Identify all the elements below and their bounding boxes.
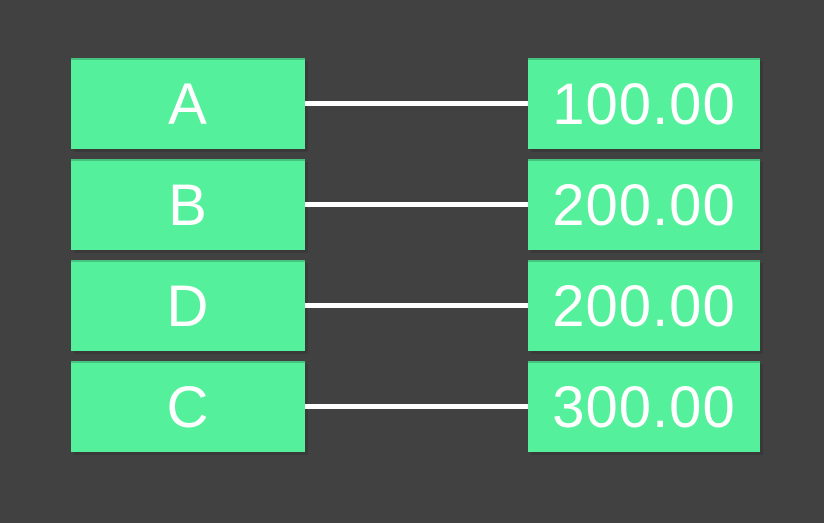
key-label: C: [166, 374, 210, 440]
connector-wrap: [305, 361, 528, 452]
connector-line: [305, 101, 528, 106]
connector-line: [305, 303, 528, 308]
value-node-d: 200.00: [528, 260, 760, 351]
mapping-row: B 200.00: [71, 159, 824, 250]
connector-line: [305, 404, 528, 409]
key-label: D: [166, 273, 210, 339]
key-label: B: [168, 172, 208, 238]
value-node-a: 100.00: [528, 58, 760, 149]
value-label: 300.00: [552, 374, 736, 440]
key-label: A: [168, 71, 208, 137]
connector-wrap: [305, 58, 528, 149]
key-node-d: D: [71, 260, 305, 351]
key-node-a: A: [71, 58, 305, 149]
value-node-c: 300.00: [528, 361, 760, 452]
value-label: 200.00: [552, 172, 736, 238]
value-label: 200.00: [552, 273, 736, 339]
connector-wrap: [305, 260, 528, 351]
value-node-b: 200.00: [528, 159, 760, 250]
key-node-b: B: [71, 159, 305, 250]
connector-line: [305, 202, 528, 207]
mapping-row: C 300.00: [71, 361, 824, 452]
key-node-c: C: [71, 361, 305, 452]
value-label: 100.00: [552, 71, 736, 137]
mapping-row: D 200.00: [71, 260, 824, 351]
connector-wrap: [305, 159, 528, 250]
mapping-row: A 100.00: [71, 58, 824, 149]
